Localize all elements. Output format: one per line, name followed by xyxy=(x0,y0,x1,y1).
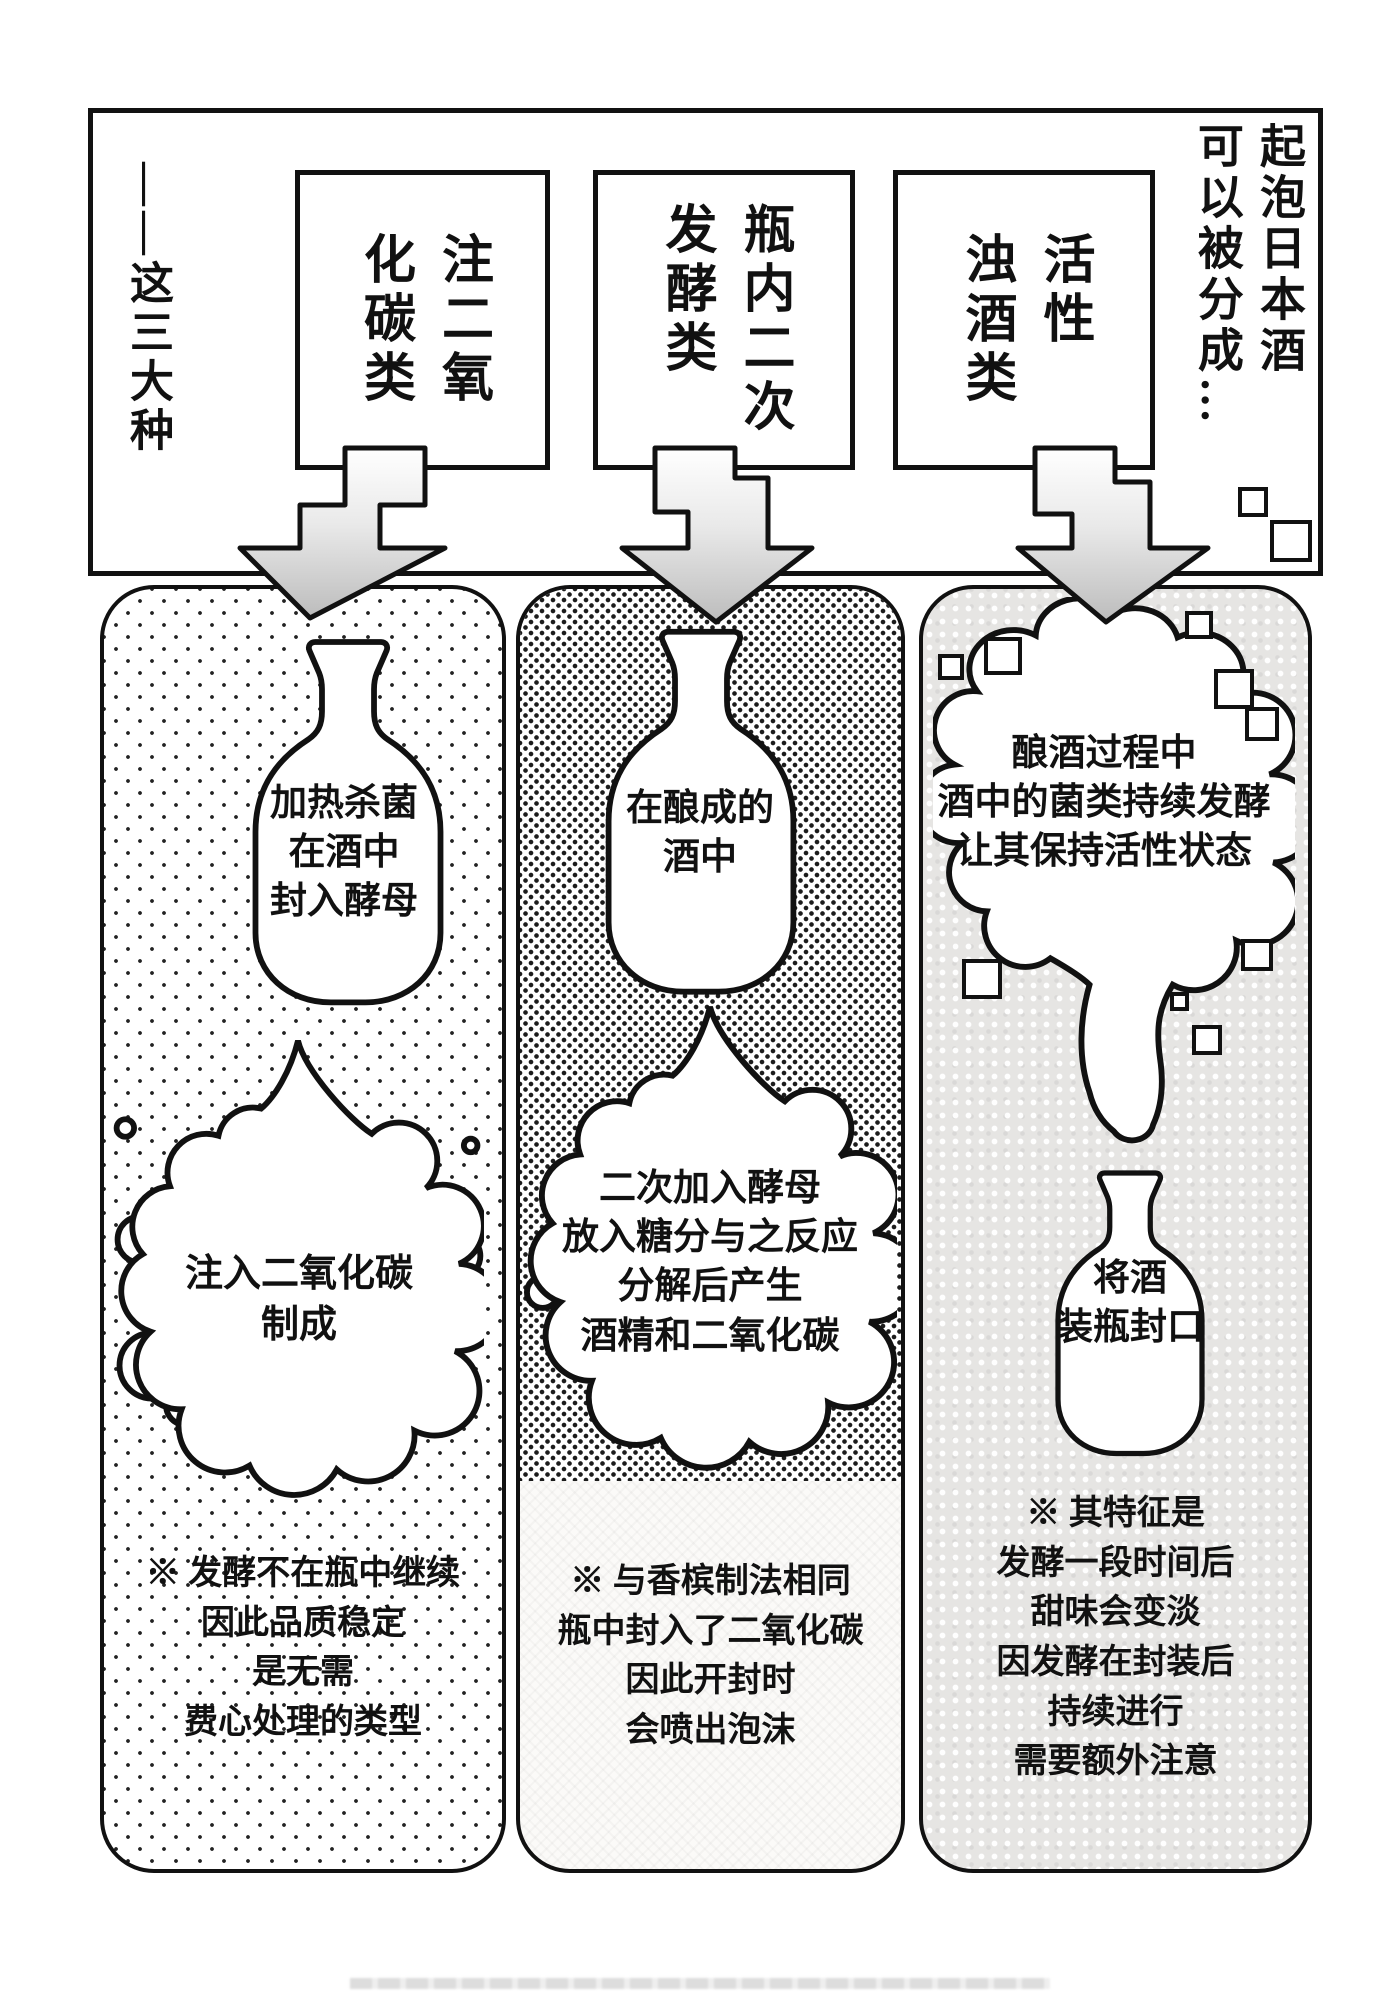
bubble-cloud-icon xyxy=(113,1039,484,1498)
panel-active-nigori: 酿酒过程中 酒中的菌类持续发酵 让其保持活性状态 将酒 装瓶封口 ※ 其特征是 … xyxy=(919,585,1312,1873)
cutoff-caption-strip xyxy=(350,1978,1050,1989)
deco-square xyxy=(1245,707,1279,741)
bottle-step-text: 在酿成的 酒中 xyxy=(626,788,774,879)
category-box-co2-injection: 注二氧 化碳类 xyxy=(295,170,550,470)
panel-co2-injection: 加热杀菌 在酒中 封入酵母 注入二氧化碳 制成 ※ 发酵不在瓶中继续 因此品质稳… xyxy=(100,585,506,1873)
panel-in-bottle-fermentation: 在酿成的 酒中 二次加入酵母 放入糖分与之反应 分解后产生 酒精和二氧化碳 ※ … xyxy=(516,585,905,1873)
bubble-cloud-icon xyxy=(523,1005,897,1471)
outro-vertical-text: ——这三大种 xyxy=(123,162,172,456)
deco-square xyxy=(1241,939,1273,971)
deco-square xyxy=(962,959,1002,999)
footnote-text: ※ 发酵不在瓶中继续 因此品质稳定 是无需 费心处理的类型 xyxy=(145,1555,461,1741)
category-box-in-bottle-fermentation: 瓶内二次 发酵类 xyxy=(593,170,855,470)
deco-square xyxy=(1170,992,1189,1011)
category-label: 瓶内二次 发酵类 xyxy=(657,202,792,438)
footnote-text: ※ 与香槟制法相同 瓶中封入了二氧化碳 因此开封时 会喷出泡沫 xyxy=(557,1563,864,1749)
intro-vertical-text: 起泡日本酒 可以被分成… xyxy=(1191,122,1305,428)
bottle-step-text: 加热杀菌 在酒中 封入酵母 xyxy=(270,783,418,923)
cloud-step-text: 酿酒过程中 酒中的菌类持续发酵 让其保持活性状态 xyxy=(937,733,1271,873)
cloud-step-text: 二次加入酵母 放入糖分与之反应 分解后产生 酒精和二氧化碳 xyxy=(562,1168,858,1357)
deco-square xyxy=(984,637,1022,675)
deco-square xyxy=(1214,669,1254,709)
deco-square xyxy=(1185,611,1213,639)
sake-bottle-icon xyxy=(1055,1170,1205,1457)
footnote-text: ※ 其特征是 发酵一段时间后 甜味会变淡 因发酵在封装后 持续进行 需要额外注意 xyxy=(996,1495,1235,1781)
deco-square xyxy=(1192,1025,1222,1055)
deco-square xyxy=(1238,487,1268,517)
cloud-step-text: 注入二氧化碳 制成 xyxy=(184,1253,413,1346)
sake-bottle-icon xyxy=(605,628,797,995)
bottle-step-text: 将酒 装瓶封口 xyxy=(1056,1258,1204,1349)
category-label: 注二氧 化碳类 xyxy=(355,231,491,409)
sake-bottle-icon xyxy=(252,639,444,1006)
deco-square xyxy=(938,654,964,680)
deco-square xyxy=(1270,520,1312,562)
category-box-active-nigori: 活性 浊酒类 xyxy=(893,170,1155,470)
thought-cloud-with-tail-icon xyxy=(933,597,1295,1144)
category-label: 活性 浊酒类 xyxy=(957,231,1092,409)
